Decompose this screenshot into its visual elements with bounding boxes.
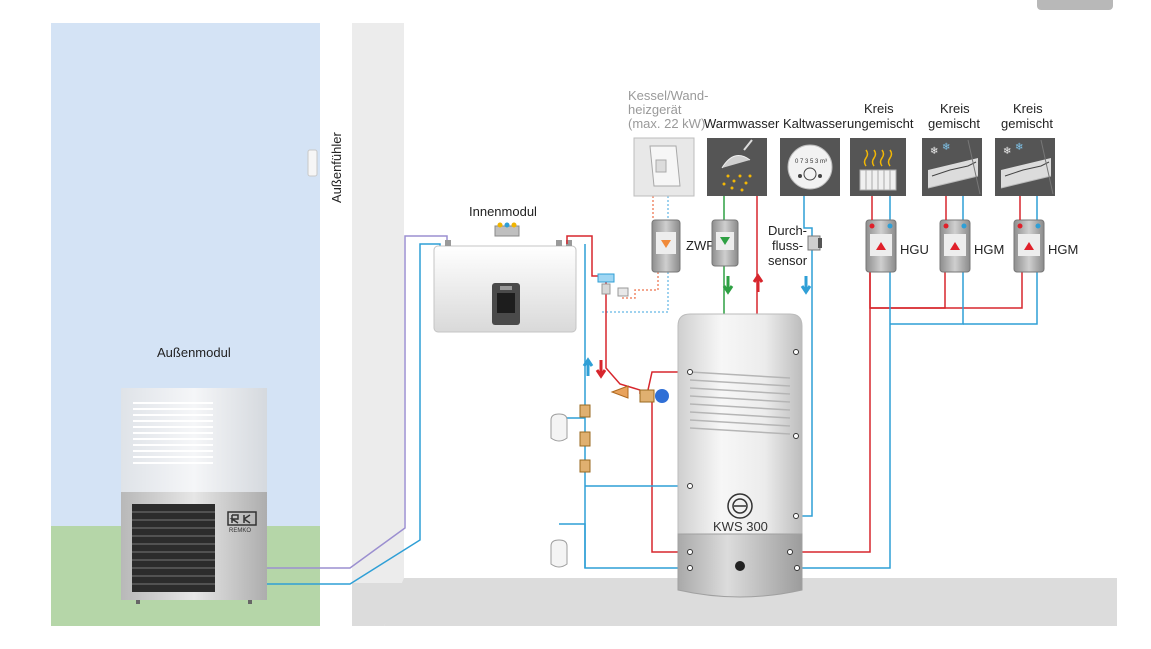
svg-text:❄: ❄: [930, 146, 938, 157]
svg-text:Kreis: Kreis: [1013, 101, 1043, 116]
outdoor-sensor: [307, 149, 318, 177]
svg-text:REMKO: REMKO: [229, 528, 251, 534]
wall-boiler-icon: [633, 137, 695, 197]
outdoor-unit: REMKO: [121, 388, 267, 604]
outdoor-connection-pipes: [267, 235, 448, 585]
svg-text:ungemischt: ungemischt: [847, 116, 914, 131]
hgu-label: HGU: [900, 242, 929, 257]
flow-sensor: [807, 235, 822, 251]
hgm-label-1: HGM: [974, 242, 1004, 257]
circuit-unmixed-label: Kreis ungemischt: [847, 101, 914, 131]
svg-text:gemischt: gemischt: [1001, 116, 1053, 131]
indoor-unit-label: Innenmodul: [469, 204, 537, 219]
outdoor-sensor-label: Außenfühler: [329, 132, 344, 203]
tank-coil: [689, 371, 791, 435]
shower-icon: [707, 138, 767, 196]
zwp-label: ZWP: [686, 238, 715, 253]
boiler-dotted-lines: [600, 196, 669, 313]
expansion-vessel-upper: [550, 413, 568, 442]
water-meter-icon: 0 7 3 5 3 m³: [780, 138, 840, 196]
hgm-label-2: HGM: [1048, 242, 1078, 257]
storage-tank: KWS 300: [677, 313, 803, 598]
flow-arrows: [582, 273, 812, 379]
boiler-pump-module: [651, 219, 681, 273]
svg-text:sensor: sensor: [768, 253, 808, 268]
svg-text:fluss-: fluss-: [772, 238, 803, 253]
cold-water-label: Kaltwasser: [783, 116, 847, 131]
flow-sensor-label: Durch- fluss- sensor: [768, 223, 808, 268]
pipe-fittings: [579, 273, 669, 473]
svg-text:Kreis: Kreis: [864, 101, 894, 116]
svg-text:0 7 3 5 3 m³: 0 7 3 5 3 m³: [795, 159, 827, 165]
hot-water-label: Warmwasser: [704, 116, 780, 131]
hgm-pump-module-2: [1013, 219, 1045, 273]
tank-connections: [687, 349, 800, 571]
svg-text:❄: ❄: [1003, 146, 1011, 157]
boiler-label: Kessel/Wand- heizgerät (max. 22 kW): [628, 88, 708, 131]
underfloor-heating-icon: ❄ ❄: [922, 138, 982, 196]
tank-label: KWS 300: [713, 519, 768, 534]
svg-text:Kreis: Kreis: [940, 101, 970, 116]
outdoor-unit-label: Außenmodul: [157, 345, 231, 360]
indoor-unit: [433, 222, 577, 333]
outdoor-unit-fan-grille: [132, 511, 215, 585]
hgu-pump-module: [865, 219, 897, 273]
svg-text:❄: ❄: [942, 142, 950, 153]
svg-text:❄: ❄: [1015, 142, 1023, 153]
module-to-consumer-pipes: [756, 196, 1021, 268]
building-wall: [352, 23, 404, 626]
svg-text:Durch-: Durch-: [768, 223, 807, 238]
circuit-mixed-2-label: Kreis gemischt: [1001, 101, 1053, 131]
floor: [384, 578, 1117, 626]
svg-text:heizgerät: heizgerät: [628, 102, 682, 117]
radiator-icon: [850, 138, 906, 196]
outdoor-unit-grille-top: [133, 402, 213, 464]
circulation-pump-module: [711, 219, 739, 267]
expansion-vessel-lower: [550, 539, 568, 568]
remko-logo: REMKO: [227, 511, 257, 534]
svg-text:gemischt: gemischt: [928, 116, 980, 131]
circuit-mixed-1-label: Kreis gemischt: [928, 101, 980, 131]
underfloor-heating-icon: ❄ ❄: [995, 138, 1055, 196]
hgm-pump-module-1: [939, 219, 971, 273]
svg-text:Kessel/Wand-: Kessel/Wand-: [628, 88, 708, 103]
corner-toolbar-button[interactable]: [1037, 0, 1113, 10]
svg-text:(max. 22 kW): (max. 22 kW): [628, 116, 705, 131]
heat-exchanger-icon: [727, 493, 753, 519]
